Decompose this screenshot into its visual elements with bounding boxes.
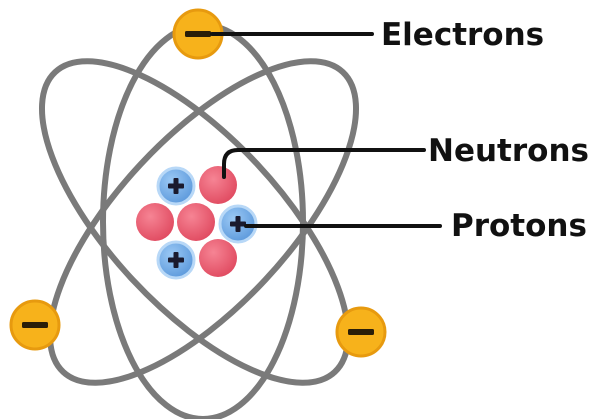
minus-icon — [185, 31, 211, 37]
electron-top — [172, 8, 224, 60]
neutron — [136, 203, 174, 241]
nucleus — [136, 166, 258, 280]
electrons-label: Electrons — [381, 17, 545, 53]
neutrons-label: Neutrons — [428, 133, 589, 169]
plus-icon — [168, 252, 184, 268]
proton — [156, 166, 196, 206]
proton — [218, 204, 258, 244]
proton — [156, 240, 196, 280]
protons-label: Protons — [451, 208, 587, 244]
orbit-tilted-left — [38, 58, 352, 386]
neutron — [177, 203, 215, 241]
plus-icon — [230, 216, 246, 232]
neutron — [199, 166, 237, 204]
plus-icon — [168, 178, 184, 194]
minus-icon — [22, 322, 48, 328]
electron-right — [335, 306, 387, 358]
leader-lines — [210, 32, 442, 228]
neutrons-leader-line — [222, 148, 426, 179]
orbit-tilted-right — [46, 58, 360, 386]
minus-icon — [348, 329, 374, 335]
neutron — [199, 239, 237, 277]
electron-left — [9, 299, 61, 351]
